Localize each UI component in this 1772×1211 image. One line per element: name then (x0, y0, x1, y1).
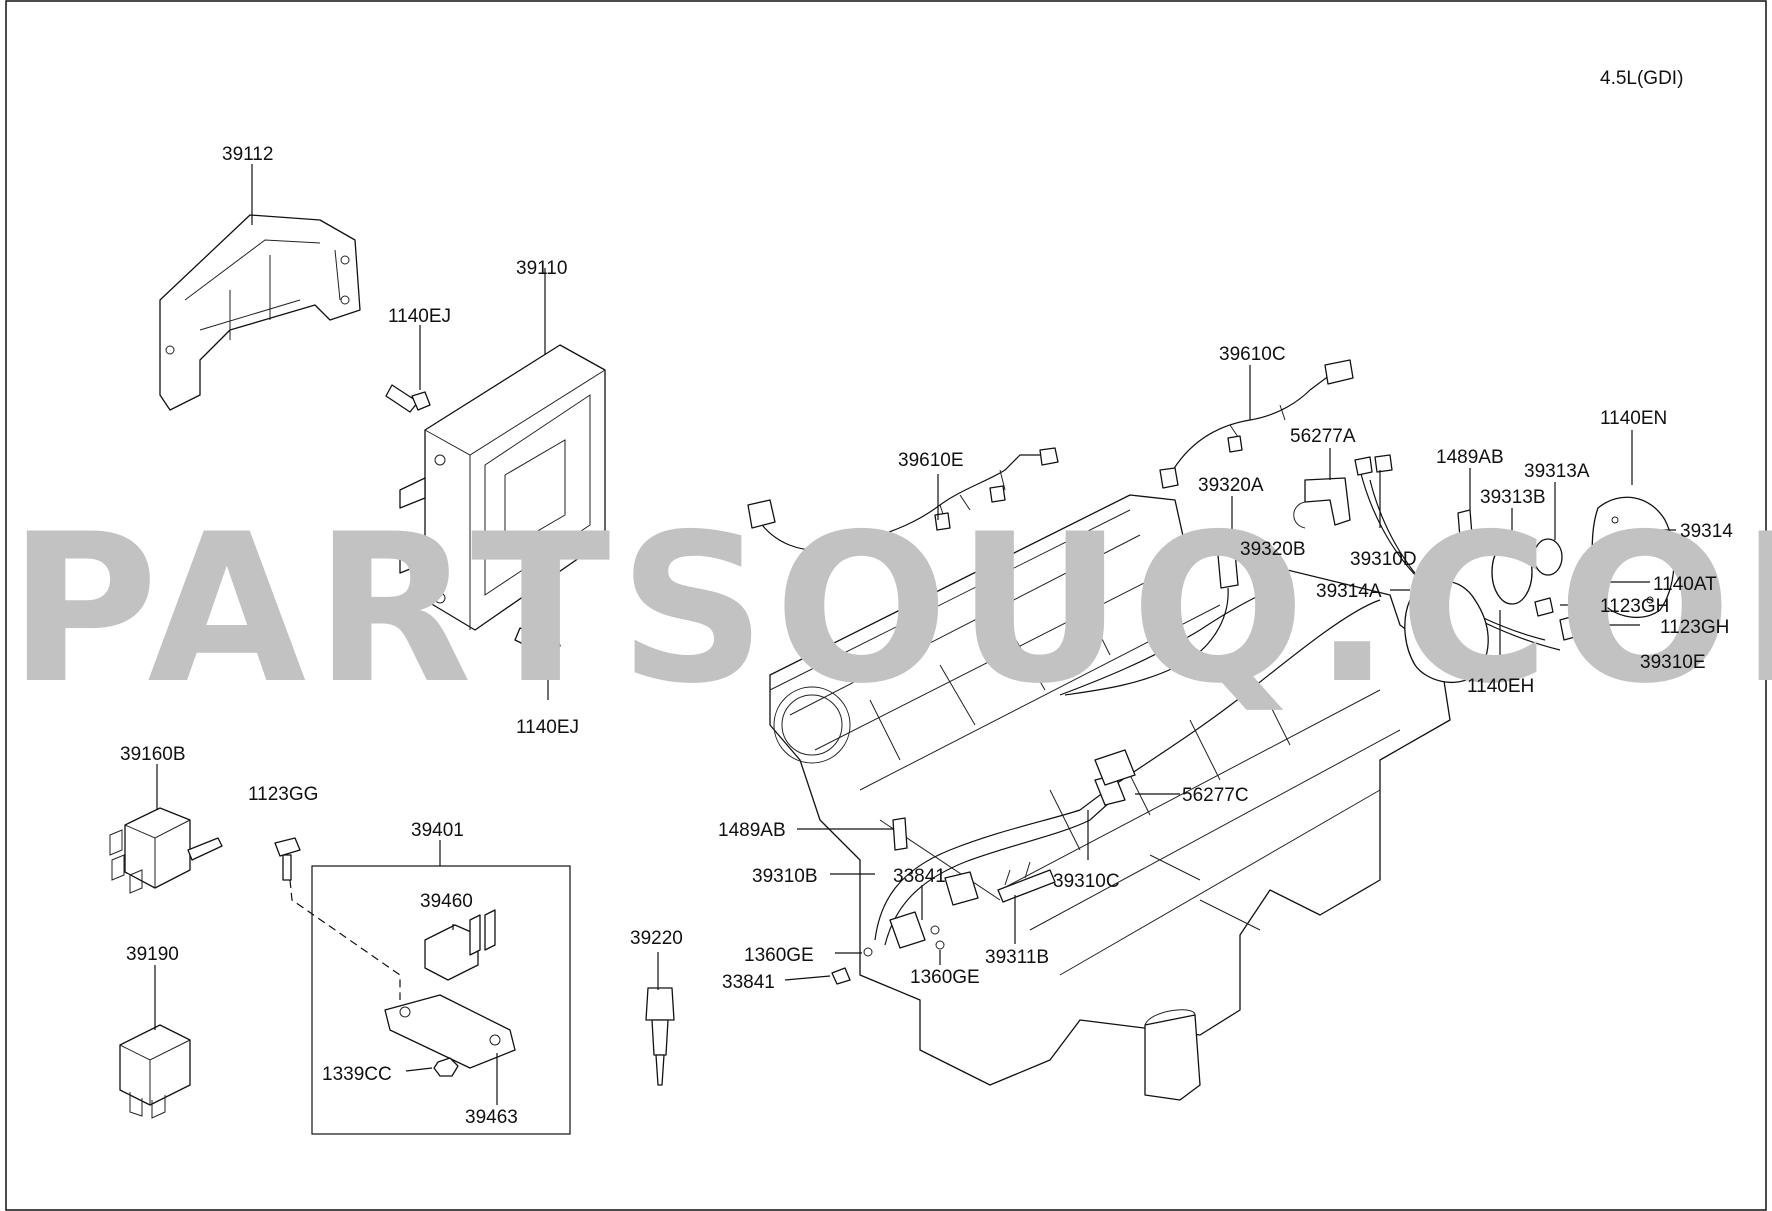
cover-39314-part[interactable] (1591, 496, 1675, 619)
sensor-bracket-33841-part[interactable] (889, 871, 979, 949)
relay-39190-part[interactable] (119, 1024, 191, 1119)
callout-labels: 4.5L(GDI) 39112 39110 1140EJ 1140EJ 3916… (120, 68, 1733, 1128)
callout-33841-lower[interactable]: 33841 (722, 972, 775, 993)
bracket-39463-part[interactable] (384, 994, 516, 1069)
callout-1489ab-upper[interactable]: 1489AB (1436, 447, 1504, 468)
callout-39401[interactable]: 39401 (411, 820, 464, 841)
callout-39610e[interactable]: 39610E (898, 450, 964, 471)
nut-1339cc-part[interactable] (433, 1057, 459, 1077)
callout-1360ge-right[interactable]: 1360GE (910, 967, 980, 988)
callout-1360ge-left[interactable]: 1360GE (744, 945, 814, 966)
sensor-39310e-part[interactable] (1534, 597, 1583, 641)
callout-39310c[interactable]: 39310C (1053, 871, 1120, 892)
callout-39160b[interactable]: 39160B (120, 744, 186, 765)
callout-1140ej-lower[interactable]: 1140EJ (516, 717, 579, 738)
relay-39160b-part[interactable] (109, 807, 223, 894)
callout-1140at[interactable]: 1140AT (1653, 574, 1717, 595)
bolt-1123gg-part[interactable] (274, 837, 401, 1000)
sensor-39320a-part[interactable] (1064, 551, 1239, 696)
callout-1123gh-lower[interactable]: 1123GH (1660, 617, 1729, 638)
sensor-39220-part[interactable] (645, 987, 675, 1086)
sensor-39460-part[interactable] (424, 909, 496, 981)
clip-1489ab-upper-part[interactable] (1457, 509, 1473, 539)
callout-39313a[interactable]: 39313A (1524, 461, 1590, 482)
bolt-1140ej-upper-part[interactable] (385, 384, 431, 413)
callout-39320a[interactable]: 39320A (1198, 475, 1264, 496)
callout-39311b[interactable]: 39311B (985, 947, 1049, 968)
sensor-39313a-part[interactable] (1533, 538, 1563, 576)
clip-1489ab-lower-part[interactable] (892, 817, 908, 851)
harness-39610c-part[interactable] (1159, 359, 1354, 489)
callout-56277c[interactable]: 56277C (1182, 785, 1249, 806)
callout-39610c[interactable]: 39610C (1219, 344, 1286, 365)
harness-39610e-part[interactable] (747, 447, 1059, 551)
callout-39310e[interactable]: 39310E (1640, 652, 1706, 673)
callout-39220[interactable]: 39220 (630, 928, 683, 949)
washer-1360ge-part[interactable] (863, 940, 945, 957)
callout-1140en[interactable]: 1140EN (1600, 408, 1667, 429)
callout-39310b[interactable]: 39310B (752, 866, 818, 887)
callout-39110[interactable]: 39110 (516, 258, 567, 279)
cover-39314a-part[interactable] (1404, 580, 1489, 684)
callout-1140ej-upper[interactable]: 1140EJ (388, 306, 451, 327)
callout-56277a[interactable]: 56277A (1290, 426, 1356, 447)
callout-39314a[interactable]: 39314A (1316, 581, 1382, 602)
callout-1140eh[interactable]: 1140EH (1467, 676, 1534, 697)
bolt-33841-lower-part[interactable] (831, 967, 851, 985)
diagram-frame (5, 0, 1767, 1211)
watermark-text: PARTSOUQ.COM (8, 491, 1772, 729)
ecu-39110-part[interactable] (399, 344, 606, 631)
bracket-56277a-part[interactable] (1293, 477, 1351, 529)
callout-39460[interactable]: 39460 (420, 891, 473, 912)
callout-33841-upper[interactable]: 33841 (893, 866, 946, 887)
callout-1339cc[interactable]: 1339CC (322, 1064, 392, 1085)
bolt-1140ej-lower-part[interactable] (514, 627, 561, 653)
callout-1489ab-lower[interactable]: 1489AB (718, 820, 786, 841)
bracket-39112-part[interactable] (159, 214, 361, 411)
callout-1123gh-upper[interactable]: 1123GH (1600, 596, 1669, 617)
callout-39320b[interactable]: 39320B (1240, 539, 1306, 560)
callout-1123gg[interactable]: 1123GG (248, 784, 318, 805)
callout-39310d[interactable]: 39310D (1350, 549, 1417, 570)
leader-lines (154, 164, 1676, 1105)
sensor-39320b-part[interactable] (1199, 581, 1284, 666)
callout-39463[interactable]: 39463 (465, 1107, 518, 1128)
callout-39112[interactable]: 39112 (222, 144, 273, 165)
callout-39313b[interactable]: 39313B (1480, 487, 1546, 508)
callout-39190[interactable]: 39190 (126, 944, 179, 965)
assembly-39401-box (311, 865, 571, 1135)
harness-39310-part[interactable] (874, 454, 1561, 946)
callout-39314[interactable]: 39314 (1680, 521, 1733, 542)
engine-variant-label: 4.5L(GDI) (1600, 68, 1683, 89)
bracket-56277c-part[interactable] (1094, 749, 1136, 786)
sensor-39311b-part[interactable] (997, 861, 1056, 903)
